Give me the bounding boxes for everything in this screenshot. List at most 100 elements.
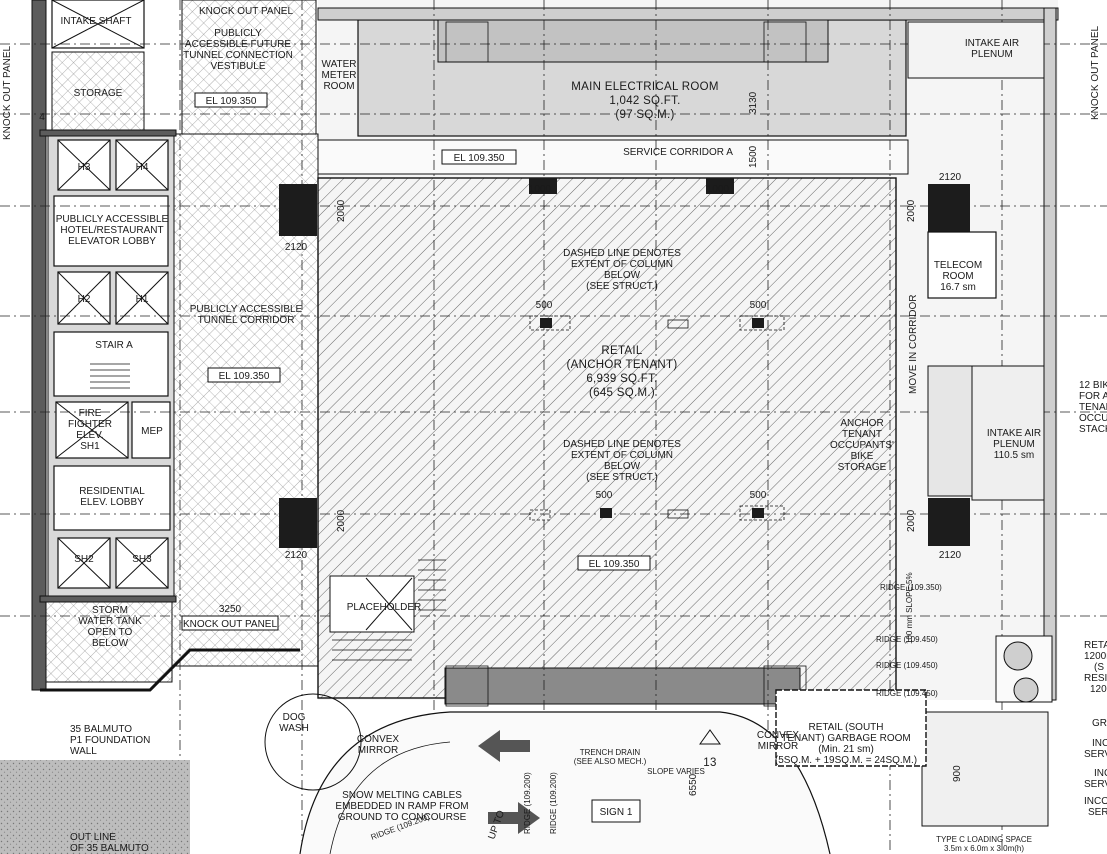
right-edge-3-line-4: INC — [1094, 768, 1107, 779]
dim-6550: 6550 — [688, 773, 699, 796]
dashed-note-1-line-2: EXTENT OF COLUMN — [571, 259, 673, 270]
bin-2 — [1013, 677, 1039, 703]
ramp-outline — [299, 711, 831, 854]
tunnel-el-box — [207, 367, 281, 383]
right-edge-3-line-5: SERV — [1084, 779, 1107, 790]
placeholder-label: PLACEHOLDER — [347, 602, 421, 613]
electrical-room-sqm: (97 SQ.M.) — [615, 109, 674, 121]
dim-2000-left-bottom: 2000 — [336, 509, 347, 532]
right-edge-3-line-2: INC — [1092, 738, 1107, 749]
dashed-note-2-line-1: DASHED LINE DENOTES — [563, 439, 681, 450]
right-edge-1-line-4: OCCUP — [1079, 413, 1107, 424]
elevator-group-top — [57, 139, 169, 191]
loading-label-2: 3.5m x 6.0m x 3.0m(h) — [944, 844, 1024, 853]
right-edge-1-line-3: TENAN — [1079, 402, 1107, 413]
balmuto-wall-line-1: 35 BALMUTO — [70, 724, 132, 735]
balmuto-outline-line-2: OF 35 BALMUTO — [70, 843, 149, 854]
intake-plenum-top-label-2: PLENUM — [971, 49, 1013, 60]
storm-tank-label-2: WATER TANK — [78, 616, 142, 627]
west-arrow — [478, 730, 530, 762]
ridge-note-4: RIDGE (109.450) — [876, 689, 938, 698]
loading-label-1: TYPE C LOADING SPACE — [936, 835, 1032, 844]
storage-label: STORAGE — [74, 88, 123, 99]
storm-tank-label-4: BELOW — [92, 638, 129, 649]
dim-2000-left-top: 2000 — [336, 199, 347, 222]
telecom-label-2: ROOM — [942, 271, 973, 282]
elevator-h1-label: H1 — [136, 294, 149, 305]
ridge-note-6: RIDGE (109.200) — [549, 772, 558, 834]
residential-lobby-label-1: RESIDENTIAL — [79, 486, 145, 497]
intake-plenum-right-label-2: PLENUM — [993, 439, 1035, 450]
garbage-room — [775, 689, 927, 767]
retail-sqm: (645 SQ.M.) — [589, 387, 655, 399]
ramp-curve — [329, 741, 451, 854]
ff-x-2 — [55, 401, 129, 459]
structural-columns — [279, 178, 970, 548]
top-wall — [317, 7, 1059, 21]
elevator-labels: H3 H4 H2 H1 SH2 SH3 — [74, 162, 152, 565]
shaft-wall-b — [39, 595, 177, 603]
ridge-note-2: RIDGE (109.450) — [876, 635, 938, 644]
east-arrow — [488, 802, 540, 834]
dim-900: 900 — [952, 765, 963, 782]
storm-tank-label-1: STORM — [92, 605, 128, 616]
knock-out-vertical-left: KNOCK OUT PANEL — [2, 45, 13, 140]
hotel-lobby-label-1: PUBLICLY ACCESSIBLE — [56, 214, 169, 225]
firefighter-label-1: FIRE — [79, 408, 102, 419]
slope-note: 100 mm SLOPE 5% — [905, 572, 914, 644]
dim-500-a: 500 — [536, 300, 553, 311]
right-edge-3-line-7: SER — [1088, 807, 1107, 818]
dim-2120-left-top: 2120 — [285, 242, 308, 253]
garbage-label-4: (5SQ.M. + 19SQ.M. = 24SQ.M.) — [775, 755, 917, 766]
slope-triangle — [699, 729, 721, 745]
retail-name: RETAIL — [601, 345, 643, 357]
right-edge-2-line-5: 120 — [1090, 684, 1107, 695]
telecom-label-1: TELECOM — [934, 260, 982, 271]
tunnel-corridor-label-2: TUNNEL CORRIDOR — [198, 315, 295, 326]
ph-x-2 — [365, 577, 413, 631]
right-edge-3-line-6: INCO — [1084, 796, 1107, 807]
convex-mirror-1-line-1: CONVEX — [357, 734, 400, 745]
dim-500-d: 500 — [750, 490, 767, 501]
firefighter-label-2: FIGHTER — [68, 419, 112, 430]
dim-3130: 3130 — [748, 91, 759, 114]
dashed-note-1-line-1: DASHED LINE DENOTES — [563, 248, 681, 259]
placeholder-stair — [332, 559, 446, 661]
dim-500-c: 500 — [596, 490, 613, 501]
elevator-sh2-label: SH2 — [74, 554, 94, 565]
intake-plenum-right-label-3: 110.5 sm — [994, 450, 1034, 461]
vestibule-label-1: PUBLICLY — [214, 28, 262, 39]
ridge-note-5: RIDGE (109.200) — [523, 772, 532, 834]
dim-13: 13 — [703, 757, 716, 769]
elevator-h4-label: H4 — [136, 162, 149, 173]
right-edge-3-line-3: SERV — [1084, 749, 1107, 760]
residential-lobby-label-2: ELEV. LOBBY — [80, 497, 144, 508]
knock-out-vertical-right: KNOCK OUT PANEL — [1090, 25, 1101, 120]
dim-1000-b: 1000 — [707, 184, 730, 195]
knock-out-top-label: KNOCK OUT PANEL — [199, 6, 294, 17]
right-edge-2-line-1: RETA — [1084, 640, 1107, 651]
hotel-lobby-room — [53, 195, 169, 267]
firefighter-label-3: ELEV. — [76, 430, 103, 441]
slope-varies-label: SLOPE VARIES — [647, 767, 705, 776]
dashed-note-1-line-4: (SEE STRUCT.) — [586, 281, 658, 292]
right-edge-2-line-3: (S — [1094, 662, 1104, 673]
garbage-label-2: TENANT) GARBAGE ROOM — [781, 733, 910, 744]
hotel-lobby-label-2: HOTEL/RESTAURANT — [60, 225, 163, 236]
dim-4: 4 — [39, 112, 45, 123]
bottom-wall — [444, 667, 801, 705]
intake-plenum-top — [907, 21, 1045, 79]
dog-wash-label-2: WASH — [279, 723, 309, 734]
vestibule-el-label: EL 109.350 — [206, 96, 257, 107]
right-edge-1-line-5: STACK — [1079, 424, 1107, 435]
convex-mirror-2-line-1: CONVEX — [757, 730, 800, 741]
snow-melting-line-1: SNOW MELTING CABLES — [342, 790, 462, 801]
ridge-note-3: RIDGE (109.450) — [876, 661, 938, 670]
right-edge-1-line-2: FOR A — [1079, 391, 1107, 402]
bike-storage-label-1: ANCHOR — [840, 418, 883, 429]
dashed-note-2-line-3: BELOW — [604, 461, 641, 472]
vestibule-el-box — [194, 92, 268, 108]
bike-storage-room — [927, 365, 973, 497]
tunnel-corridor-label-1: PUBLICLY ACCESSIBLE — [190, 304, 303, 315]
